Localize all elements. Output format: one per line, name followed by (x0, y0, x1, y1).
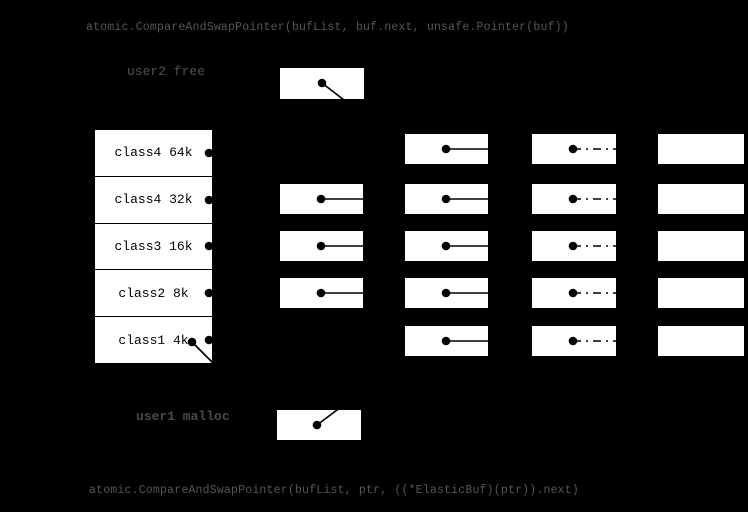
buffer-node-row5-col2-solid (405, 326, 488, 356)
node-pointer-dot-icon (316, 288, 326, 298)
node-pointer-dot-icon (441, 144, 451, 154)
buffer-node-row3-col3-dashdot (532, 231, 616, 261)
buffer-node-row1-col2-solid (405, 134, 488, 164)
buffer-node-row5-col3-dashdot (532, 326, 616, 356)
buffer-node-row4-col3-dashdot (532, 278, 616, 308)
malloc-cas-code-line: atomic.CompareAndSwapPointer(bufList, pt… (89, 484, 579, 497)
buffer-node-row4-col2-solid (405, 278, 488, 308)
buffer-node-row4-col4-plain (658, 278, 744, 308)
buffer-node-row4-col1-solid (280, 278, 363, 308)
user1-malloc-buffer-node (277, 410, 361, 440)
node-pointer-dot-icon (441, 336, 451, 346)
size-class-label: class4 64k (114, 145, 193, 161)
node-pointer-dot-icon (568, 144, 578, 154)
node-pointer-dot-icon (441, 241, 451, 251)
size-class-label: class1 4k (118, 332, 189, 348)
node-pointer-dot-icon (568, 194, 578, 204)
size-class-table: class4 64k class4 32k class3 16k class2 … (95, 130, 212, 363)
node-pointer-dot-icon (441, 288, 451, 298)
buffer-node-row3-col1-solid (280, 231, 363, 261)
size-class-label: class3 16k (114, 238, 193, 254)
node-pointer-dot-icon (568, 336, 578, 346)
size-class-row-16k: class3 16k (95, 224, 212, 271)
size-class-row-32k: class4 32k (95, 177, 212, 224)
buffer-node-row2-col4-plain (658, 184, 744, 214)
free-cas-code-line: atomic.CompareAndSwapPointer(bufList, bu… (86, 21, 569, 34)
node-pointer-dot-icon (568, 288, 578, 298)
node-pointer-dot-icon (316, 194, 326, 204)
buffer-node-row5-col4-plain (658, 326, 744, 356)
buffer-node-row1-col4-plain (658, 134, 744, 164)
size-class-label: class2 8k (118, 285, 189, 301)
size-class-label: class4 32k (114, 192, 193, 208)
node-pointer-dot-icon (316, 241, 326, 251)
user1-malloc-label: user1 malloc (136, 409, 230, 424)
buffer-node-row2-col3-dashdot (532, 184, 616, 214)
buffer-node-row2-col1-solid (280, 184, 363, 214)
user2-free-label: user2 free (127, 64, 206, 79)
node-pointer-dot-icon (568, 241, 578, 251)
buffer-node-row3-col4-plain (658, 231, 744, 261)
buffer-node-row1-col3-dashdot (532, 134, 616, 164)
buffer-node-row2-col2-solid (405, 184, 488, 214)
user2-free-buffer-node (280, 68, 364, 99)
buffer-node-row3-col2-solid (405, 231, 488, 261)
size-class-row-8k: class2 8k (95, 270, 212, 318)
node-pointer-dot-icon (441, 194, 451, 204)
size-class-row-64k: class4 64k (95, 130, 212, 177)
size-class-row-4k: class1 4k (95, 317, 212, 363)
